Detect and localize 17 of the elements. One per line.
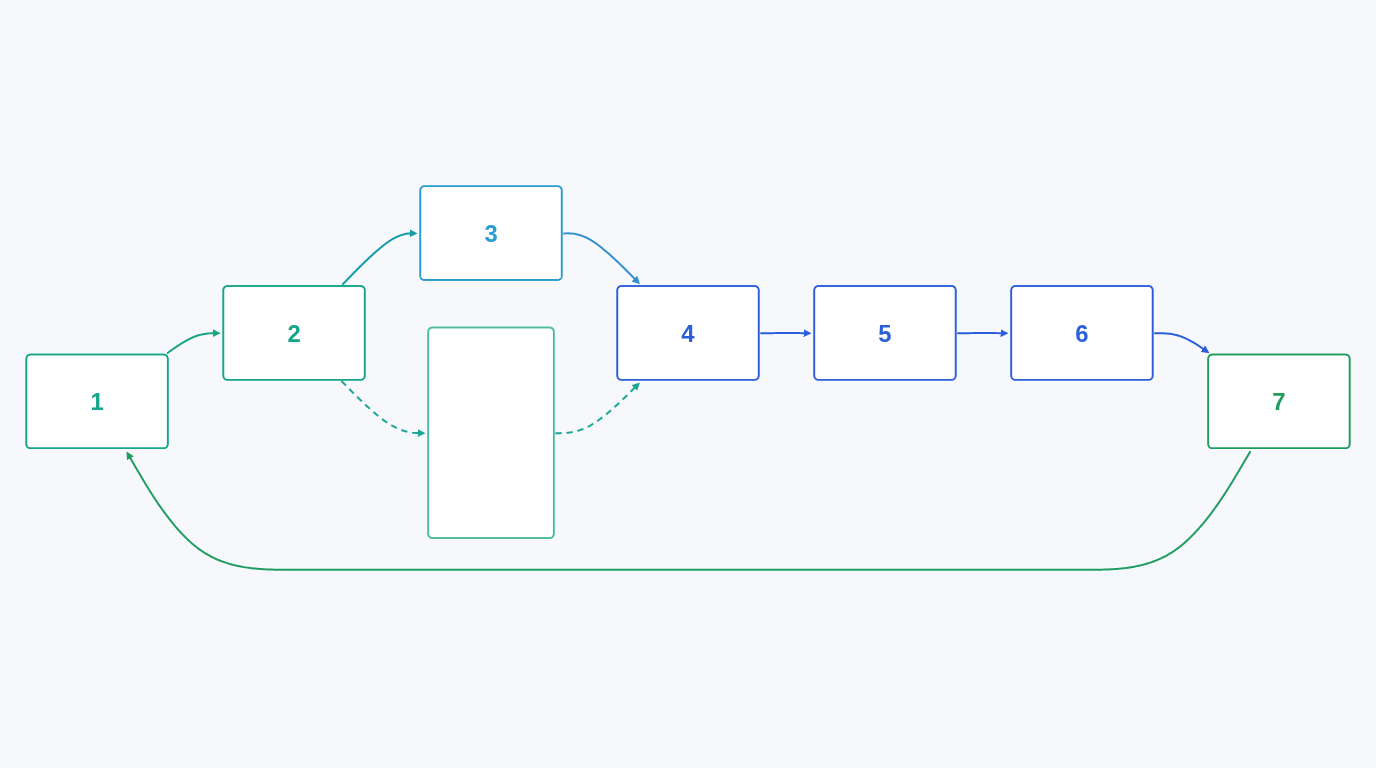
step-card: 1 — [25, 353, 169, 450]
step-card: 2 — [222, 285, 366, 381]
arrow — [956, 329, 1009, 338]
arrow — [1153, 332, 1210, 354]
dashed-arrow — [554, 382, 640, 435]
step-card: 3 — [419, 185, 563, 281]
arrow — [166, 329, 221, 355]
step-card: 5 — [813, 285, 957, 381]
step-card: 4 — [616, 285, 760, 381]
step-card: 6 — [1010, 285, 1154, 381]
arrow — [341, 229, 418, 286]
arrow — [759, 329, 812, 338]
panel-box — [427, 326, 555, 539]
step-card: 7 — [1207, 353, 1351, 450]
arrow — [126, 450, 1252, 571]
arrow — [562, 232, 640, 285]
dashed-arrow — [340, 380, 426, 438]
